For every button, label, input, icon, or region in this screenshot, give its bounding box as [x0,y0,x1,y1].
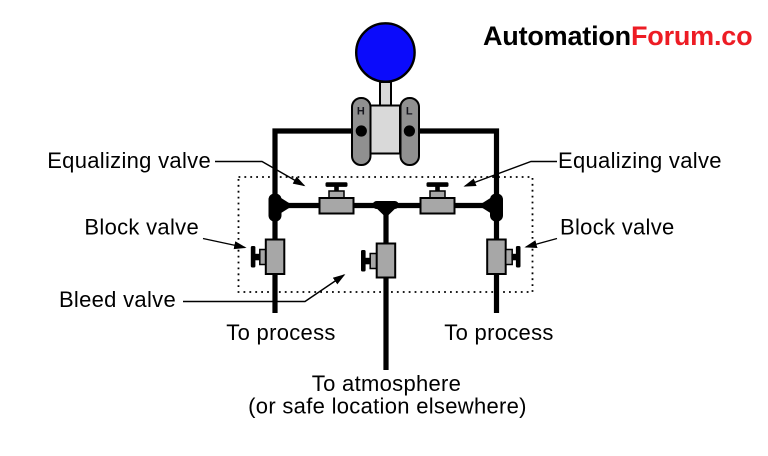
brand-logo-automation: Automation [483,21,631,51]
leader-equalizing-right [463,160,557,187]
bleed-valve [361,242,397,279]
valve-stem [254,253,261,261]
low-port-dot [403,125,415,137]
equalizing-valve-right [419,182,456,215]
diagram-labels: Equalizing valve Equalizing valve Block … [47,148,722,419]
valve-handle-bar [361,250,366,272]
valve-body [318,197,355,215]
valve-stem [334,185,339,192]
transmitter-neck [379,81,392,109]
transmitter-dome [354,22,416,83]
brand-logo-forum: Forum.co [631,21,752,51]
equalizing-valve-left [318,182,355,215]
valve-bonnet [504,248,513,266]
label-to-process-left: To process [226,320,335,345]
valve-stem [365,257,371,265]
leader-lines [183,160,558,303]
tee-right [478,193,503,222]
valve-body [375,242,397,279]
label-bleed: Bleed valve [59,287,176,312]
valve-handle-bar [250,246,256,268]
low-port-label: L [406,106,413,118]
transmitter-body [369,104,401,155]
valve-handle-bar [515,246,521,268]
valve-body [264,238,286,275]
valve-handle-bar [426,182,449,187]
valve-body [486,238,507,275]
block-valve-left [250,238,286,275]
tee-left [268,193,293,222]
leader-bleed [183,274,346,303]
label-safe-location: (or safe location elsewhere) [248,394,527,419]
pipe-low-side [409,128,500,313]
label-to-atmosphere: To atmosphere [312,371,461,396]
valve-handle-bar [325,182,348,187]
label-to-process-right: To process [444,320,553,345]
high-port-dot [355,125,367,137]
tee-fittings [268,193,503,222]
block-valve-right [486,238,521,275]
leader-equalizing-left [215,160,306,187]
leader-block-right [524,237,558,249]
label-block-right: Block valve [560,215,675,240]
brand-logo: AutomationForum.co [483,21,752,51]
label-equalizing-left: Equalizing valve [47,148,211,173]
leader-block-left [202,237,247,250]
label-equalizing-right: Equalizing valve [558,148,722,173]
high-port-label: H [357,106,365,118]
valve-stem [435,185,440,192]
valve-stem [511,253,517,261]
pipe-high-side [272,128,362,313]
tee-center [372,201,399,218]
label-block-left: Block valve [84,215,199,240]
transmitter: H L [351,22,420,166]
valve-body [419,197,456,215]
